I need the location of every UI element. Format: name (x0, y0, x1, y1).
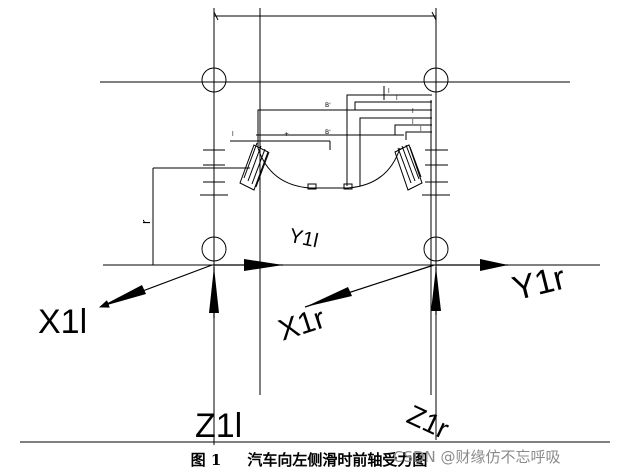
y1r-label: Y1r (509, 259, 570, 309)
right-lower-circle (423, 236, 449, 262)
left-lower-circle (201, 236, 227, 262)
stepped-dimensions (257, 86, 432, 186)
hub-body (257, 147, 401, 189)
svg-text:l: l (412, 119, 414, 126)
left-upper-circle (201, 67, 227, 93)
svg-text:l: l (396, 95, 398, 102)
figure-caption-text: 汽车向左侧滑时前轴受力图 (247, 451, 428, 469)
svg-text:l: l (232, 131, 234, 138)
left-bearing (239, 142, 270, 191)
svg-text:B': B' (325, 129, 331, 136)
figure-caption: 图 1 汽车向左侧滑时前轴受力图 (0, 449, 618, 473)
y1l-label: Y1l (287, 225, 320, 253)
right-upper-circle (423, 67, 449, 93)
tiny-dimension-text: B' B' l + l l l l l (232, 88, 422, 138)
svg-text:l: l (412, 108, 414, 115)
svg-text:l: l (388, 88, 390, 95)
svg-text:+: + (284, 131, 289, 138)
svg-text:B': B' (325, 102, 331, 109)
z1l-label: Z1l (195, 407, 242, 445)
right-bearing (394, 144, 423, 191)
radius-label: r (138, 219, 153, 224)
x1l-label: X1l (38, 303, 87, 341)
watermark: CSDN @财缘仿不忘呼吸 (393, 448, 561, 466)
svg-text:l: l (420, 126, 422, 133)
z1r-label: Z1r (402, 399, 453, 445)
figure-number: 图 1 (190, 451, 222, 469)
x1r-label: X1r (274, 302, 329, 348)
